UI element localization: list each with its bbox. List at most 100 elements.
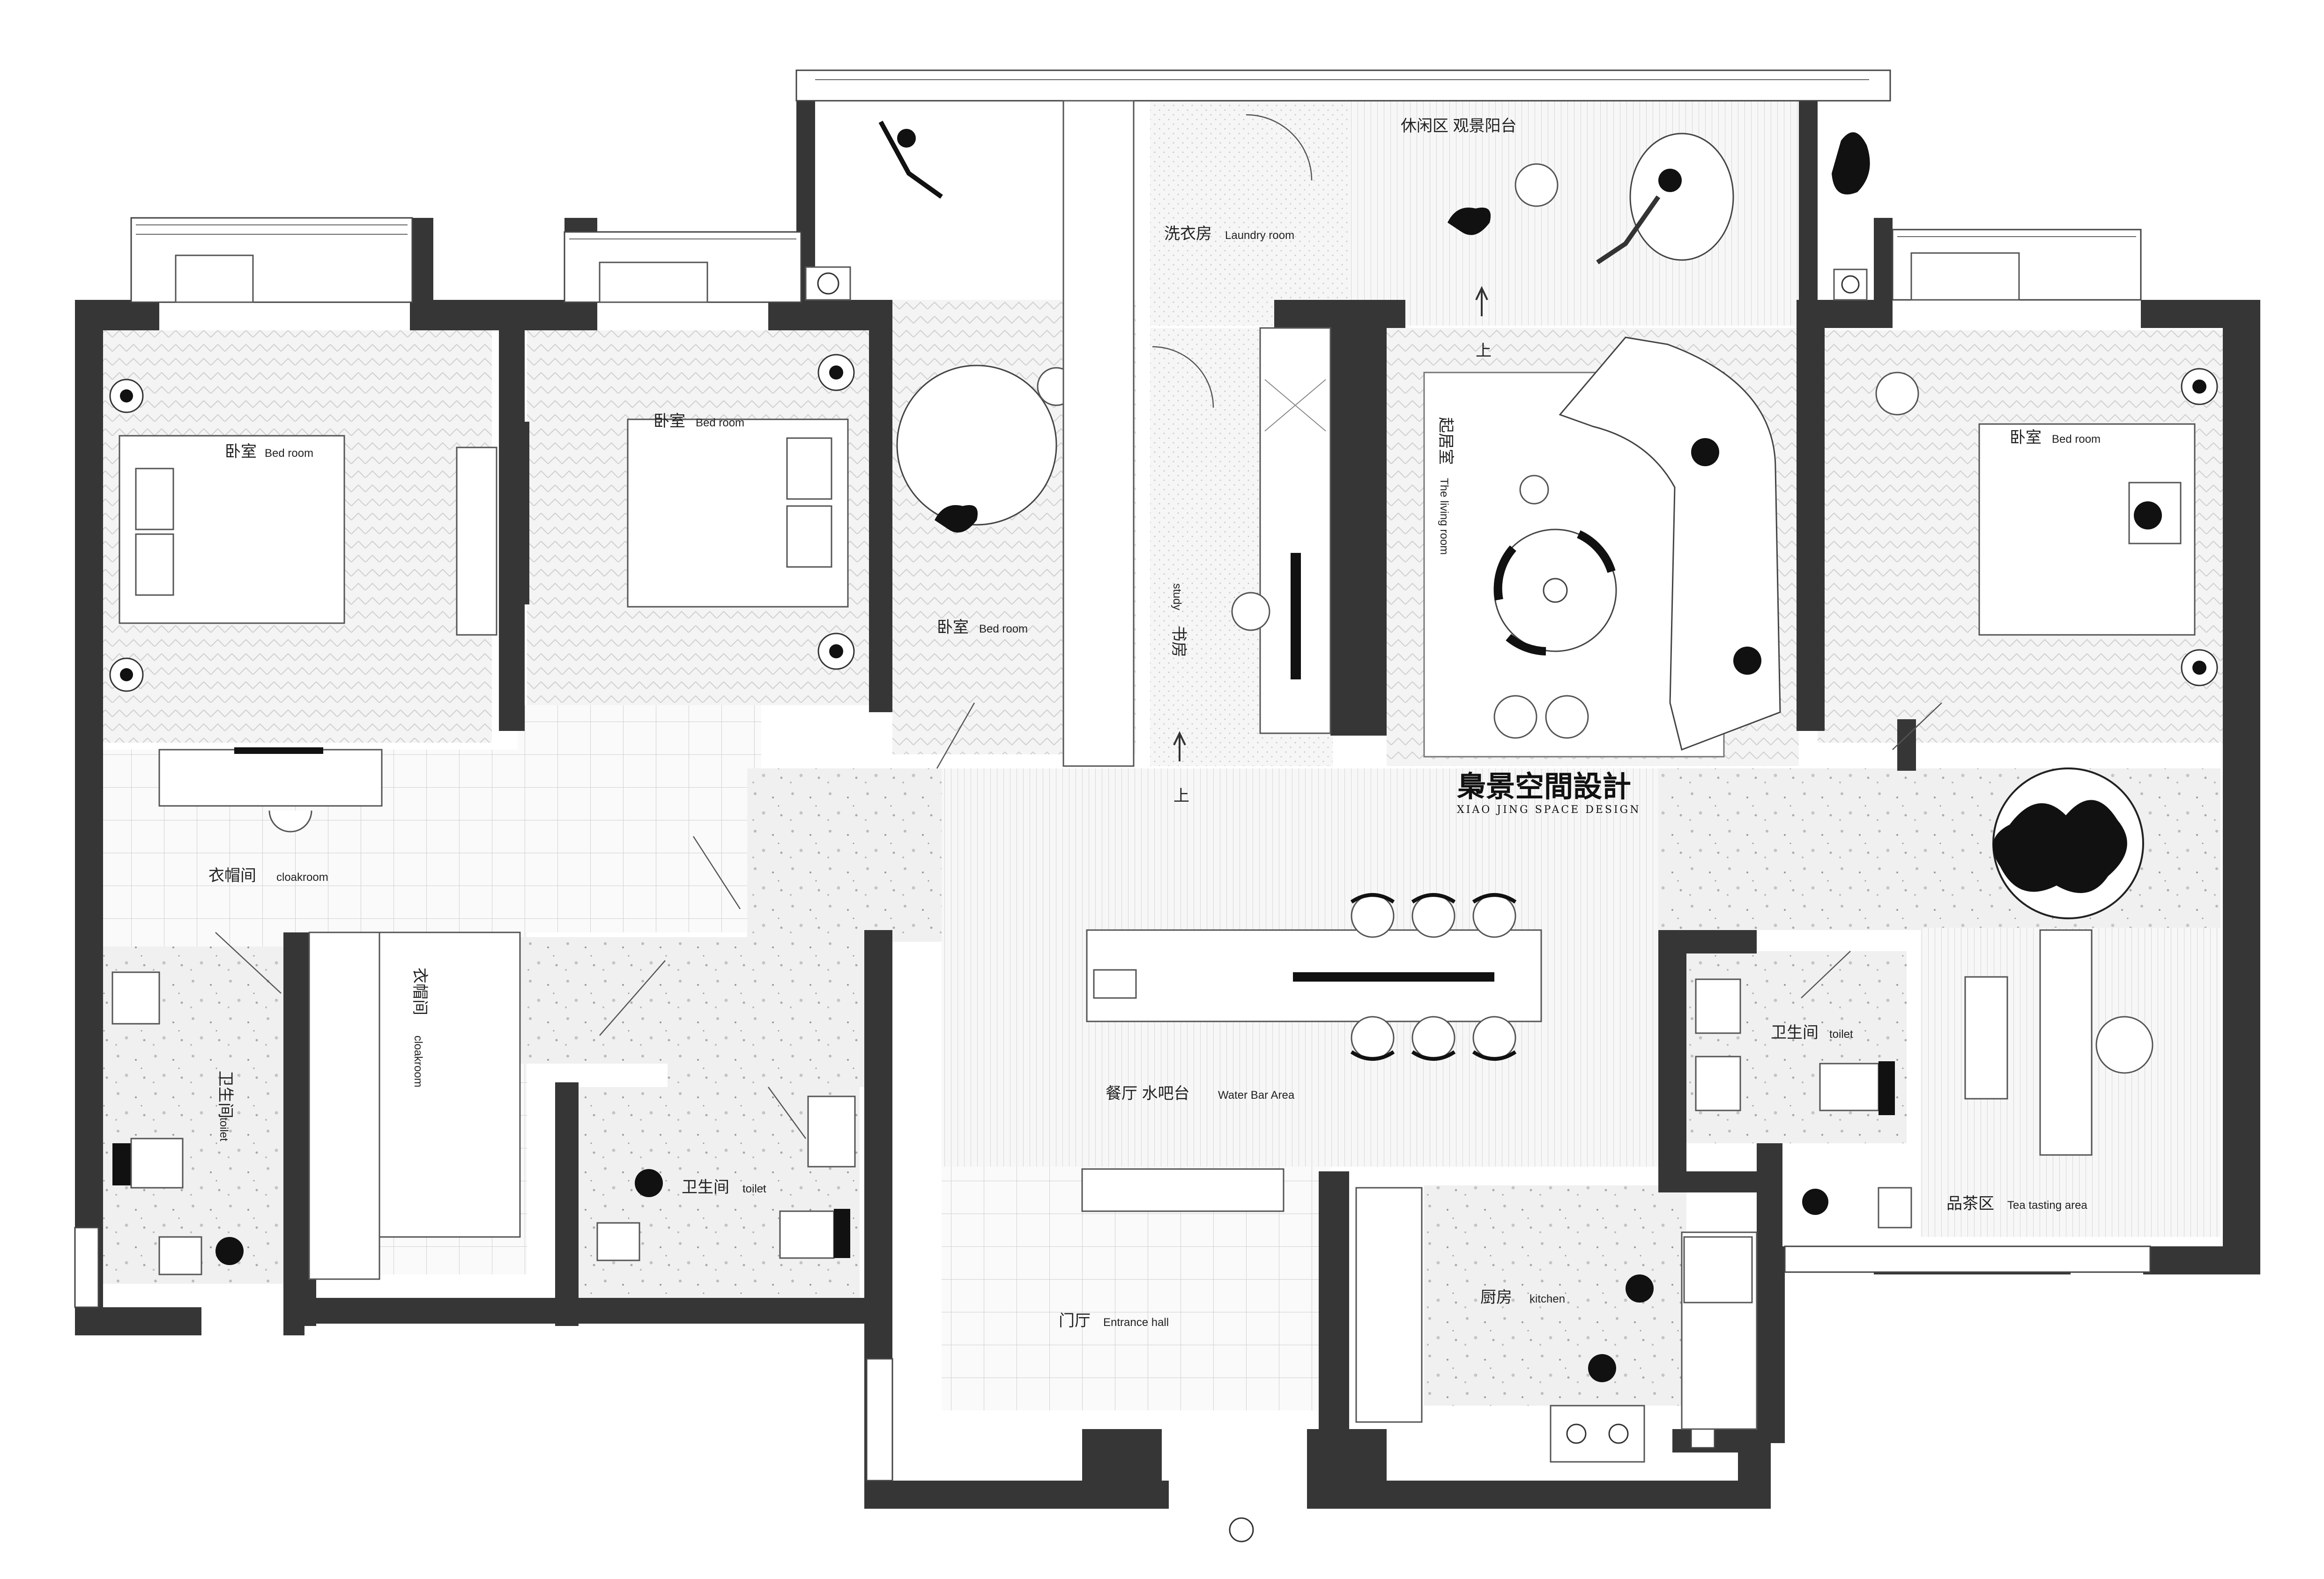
bar-slot	[1293, 972, 1494, 982]
wall	[1082, 1429, 1162, 1509]
room-label-en: study	[1171, 583, 1183, 610]
toilet	[834, 1209, 850, 1258]
stool	[1519, 475, 1549, 505]
wall	[75, 1307, 201, 1335]
room-label-cn: 书房	[1170, 626, 1188, 657]
toilet	[1819, 1063, 1879, 1111]
shower	[1878, 1187, 1912, 1229]
side-table	[1515, 163, 1559, 207]
pillow	[135, 533, 174, 596]
cabinet	[1062, 100, 1135, 767]
wall	[1757, 1246, 1785, 1443]
washer	[805, 266, 851, 301]
vanity	[111, 971, 160, 1025]
brand-name: 梟景空間設計	[1456, 769, 1631, 804]
window	[130, 217, 413, 303]
pantry	[1355, 1187, 1423, 1423]
tv-cabinet	[456, 447, 497, 636]
wall	[555, 1082, 579, 1326]
washer	[1833, 268, 1868, 301]
window	[1784, 1245, 2151, 1273]
room-label-cn: 起居室	[1437, 417, 1455, 465]
lounge-chair	[1629, 133, 1734, 261]
pillow	[135, 468, 174, 530]
room-label-cn: 卧室	[937, 618, 969, 636]
room-label-en: toilet	[217, 1117, 230, 1141]
cloakroom-aisle	[308, 931, 380, 1280]
chair	[1875, 372, 1919, 416]
brand-tagline: XIAO JING SPACE DESIGN	[1457, 804, 1641, 816]
room-label-cn: 餐厅 水吧台	[1106, 1085, 1189, 1102]
toilet	[1879, 1061, 1895, 1115]
room-label-cn: 休闲区 观景阳台	[1401, 117, 1516, 135]
sink	[1683, 1236, 1753, 1303]
hall-terrazzo-3	[668, 937, 869, 1087]
room-label-cn: 洗衣房	[1164, 225, 1212, 243]
wall	[75, 300, 103, 1335]
room-label-cn: 卫生间	[216, 1071, 234, 1118]
sofa	[1910, 252, 2020, 301]
up-arrow-icon	[1475, 286, 1488, 316]
toilet	[112, 1143, 131, 1185]
room-label-cn: 衣帽间	[411, 968, 429, 1015]
window	[74, 1227, 99, 1308]
wall	[1757, 1143, 1782, 1246]
wall	[1658, 930, 1686, 1192]
pillow	[786, 437, 832, 500]
wall	[1658, 930, 1757, 953]
dog	[1448, 208, 1491, 235]
cooktop	[1550, 1405, 1645, 1463]
tea-table	[2039, 929, 2093, 1156]
room-label-en: Bed room	[265, 447, 313, 460]
window	[866, 1358, 893, 1482]
bar-sink	[1093, 969, 1137, 999]
stair-label: 上	[1173, 787, 1189, 805]
room-label-cn: 卧室	[2010, 429, 2042, 447]
toilet	[779, 1210, 835, 1259]
shower	[596, 1222, 640, 1261]
wall	[1897, 719, 1916, 771]
sofa	[599, 261, 708, 303]
room-label-en: cloakroom	[412, 1035, 424, 1087]
wall	[2141, 300, 2260, 328]
pillow	[786, 505, 832, 568]
stool	[1493, 695, 1537, 739]
windows	[74, 69, 2151, 1482]
hall-terrazzo	[747, 768, 944, 942]
island	[379, 931, 521, 1238]
wall	[1314, 1481, 1768, 1509]
room-label-en: cloakroom	[276, 871, 328, 884]
wall	[864, 930, 892, 1361]
hall-terrazzo-2	[506, 937, 698, 1064]
room-label-en: The living room	[1438, 478, 1450, 555]
study-chair	[1231, 592, 1270, 631]
wardrobe	[158, 749, 383, 807]
room-label-en: Bed room	[696, 417, 744, 429]
room-label-cn: 卫生间	[682, 1178, 729, 1196]
stair-markers: 上 上	[1173, 286, 1492, 805]
room-label-en: Bed room	[2052, 433, 2101, 446]
stair-label: 上	[1476, 342, 1492, 360]
room-label-cn: 厨房	[1480, 1289, 1512, 1306]
wall	[283, 1298, 560, 1324]
brand-logo: 梟景空間設計 XIAO JING SPACE DESIGN	[1456, 769, 1641, 816]
people-figures	[215, 120, 2162, 1542]
room-labels: 卧室 Bed room 卧室 Bed room 卧室 Bed room 卧室 B…	[208, 117, 2101, 1330]
wall	[75, 300, 159, 330]
furniture	[109, 100, 2218, 1463]
corridor-floor	[518, 705, 761, 932]
tree	[1992, 767, 2144, 919]
room-label-cn: 衣帽间	[208, 867, 256, 885]
sofa	[1559, 336, 1781, 751]
toilet	[130, 1138, 184, 1189]
vanity	[1695, 1056, 1741, 1111]
room-label-cn: 卧室	[225, 443, 257, 461]
window	[795, 69, 1891, 102]
room-label-en: Water Bar Area	[1218, 1089, 1295, 1102]
tv-wall	[515, 422, 529, 604]
tea-bench	[1964, 976, 2008, 1100]
wall	[1319, 1171, 1349, 1462]
room-label-en: toilet	[742, 1183, 766, 1195]
vanity	[807, 1095, 856, 1168]
